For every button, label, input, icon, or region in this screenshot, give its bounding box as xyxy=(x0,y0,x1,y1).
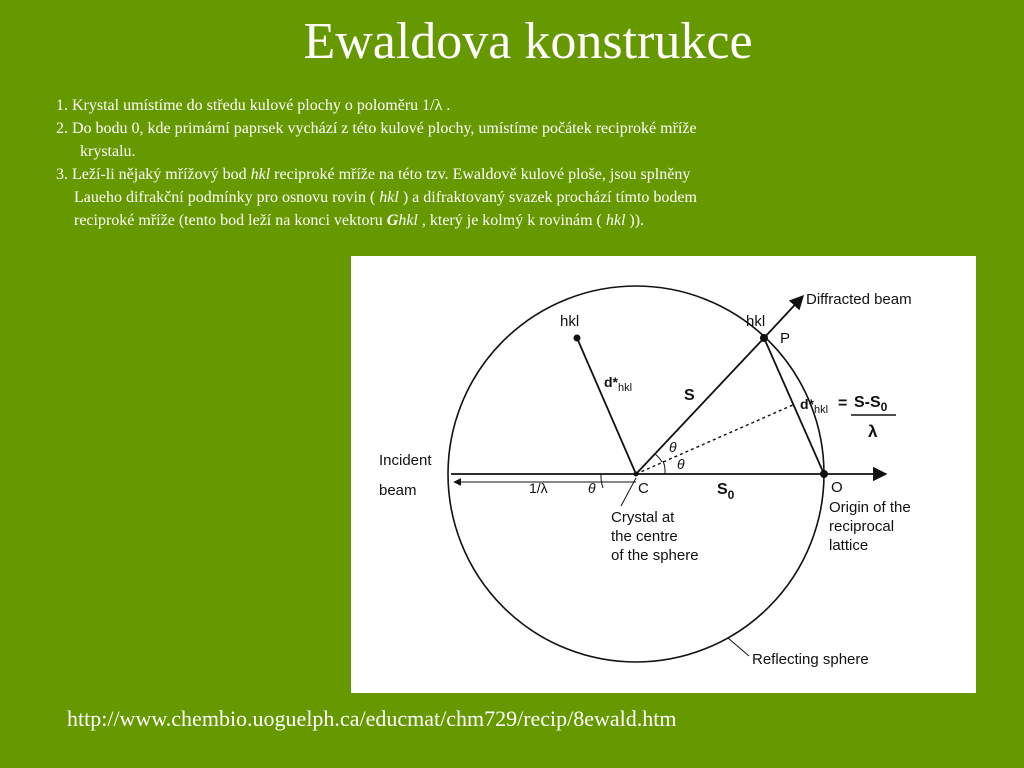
s0-vector-label: S0 xyxy=(717,481,735,502)
origin-point-o xyxy=(820,470,828,478)
crystal-label-line1: Crystal at xyxy=(611,509,675,526)
s-minus-s0-sub: 0 xyxy=(881,400,888,414)
source-url[interactable]: http://www.chembio.uoguelph.ca/educmat/c… xyxy=(67,706,677,731)
theta-left-label: θ xyxy=(588,480,596,496)
crystal-label-line2: the centre xyxy=(611,528,678,545)
d-star-left-label: d*hkl xyxy=(604,374,632,394)
step-3-hkl-2: hkl xyxy=(379,189,399,206)
hkl-point-p xyxy=(760,334,768,342)
step-3-line-2: Laueho difrakční podmínky pro osnovu rov… xyxy=(56,186,876,209)
slide-title: Ewaldova konstrukce xyxy=(303,13,753,70)
ewald-diagram-panel: Diffracted beam hkl hkl P d*hkl S d*hkl … xyxy=(351,256,976,693)
diffracted-beam-arrow xyxy=(763,294,804,339)
centre-point-c xyxy=(633,471,639,477)
step-3-text-d: ) a difraktovaný svazek prochází tímto b… xyxy=(398,189,697,206)
plane-normal-dotted xyxy=(635,403,796,475)
crystal-pointer-line xyxy=(620,477,637,507)
incident-label-line1: Incident xyxy=(379,452,432,469)
d-star-right-text: d* xyxy=(800,396,815,412)
s-vector-label: S xyxy=(684,387,695,404)
reflecting-sphere-label: Reflecting sphere xyxy=(752,651,869,668)
d-star-vector-left xyxy=(576,337,637,475)
step-3-hkl-1: hkl xyxy=(250,166,271,183)
step-2: 2. Do bodu 0, kde primární paprsek vychá… xyxy=(56,117,876,163)
step-2-text: 2. Do bodu 0, kde primární paprsek vychá… xyxy=(56,120,697,137)
crystal-label-line3: of the sphere xyxy=(611,547,699,564)
step-2-continuation: krystalu. xyxy=(80,143,136,160)
equals-sign: = xyxy=(838,395,847,412)
incident-label-line2: beam xyxy=(379,482,417,499)
d-star-right-label: d*hkl xyxy=(800,396,828,416)
one-over-lambda-label: 1/λ xyxy=(529,480,548,496)
point-o-label: O xyxy=(831,479,843,496)
theta-upper-label: θ xyxy=(669,439,677,455)
d-star-vector-right xyxy=(763,337,825,475)
step-3-vector-g: G xyxy=(386,212,399,229)
lambda-denominator: λ xyxy=(868,422,878,441)
hkl-right-label: hkl xyxy=(746,313,765,330)
step-3-line-3: reciproké mříže (tento bod leží na konci… xyxy=(56,209,876,232)
step-1: 1. Krystal umístíme do středu kulové plo… xyxy=(56,94,876,117)
step-3-hkl-3: hkl xyxy=(398,212,418,229)
step-3: 3. Leží-li nějaký mřížový bod hkl recipr… xyxy=(56,163,876,232)
step-3-text-e: reciproké mříže (tento bod leží na konci… xyxy=(74,212,387,229)
d-star-left-text: d* xyxy=(604,374,619,390)
s-minus-s0-text: S-S xyxy=(854,394,881,411)
theta-arc-lower xyxy=(662,460,666,475)
theta-arc-left xyxy=(600,473,604,489)
origin-label-line1: Origin of the xyxy=(829,499,911,516)
s0-sub: 0 xyxy=(728,488,735,502)
sphere-pointer-line xyxy=(727,637,750,657)
step-3-text-b: reciproké mříže na této tzv. Ewaldově ku… xyxy=(270,166,691,183)
d-star-left-sub: hkl xyxy=(618,382,632,394)
step-3-text-a: 3. Leží-li nějaký mřížový bod xyxy=(56,166,251,183)
ewald-diagram: Diffracted beam hkl hkl P d*hkl S d*hkl … xyxy=(379,285,912,668)
theta-arc-upper xyxy=(654,453,663,463)
step-3-text-g: )). xyxy=(625,212,645,229)
step-3-text-f: , který je kolmý k rovinám ( xyxy=(417,212,606,229)
origin-label-line2: reciprocal xyxy=(829,518,894,535)
point-p-label: P xyxy=(780,330,790,347)
steps-list: 1. Krystal umístíme do středu kulové plo… xyxy=(56,94,876,232)
step-1-text: 1. Krystal umístíme do středu kulové plo… xyxy=(56,97,451,114)
theta-lower-label: θ xyxy=(677,456,685,472)
hkl-left-label: hkl xyxy=(560,313,579,330)
hkl-point-left xyxy=(573,334,581,342)
point-c-label: C xyxy=(638,480,649,497)
step-3-text-c: Laueho difrakční podmínky pro osnovu rov… xyxy=(74,189,380,206)
step-3-hkl-4: hkl xyxy=(605,212,626,229)
diffracted-beam-label: Diffracted beam xyxy=(806,291,912,308)
s-minus-s0-label: S-S0 xyxy=(854,394,888,414)
s-vector xyxy=(635,337,765,475)
s0-text: S xyxy=(717,481,728,498)
origin-label-line3: lattice xyxy=(829,537,868,554)
d-star-right-sub: hkl xyxy=(814,404,828,416)
